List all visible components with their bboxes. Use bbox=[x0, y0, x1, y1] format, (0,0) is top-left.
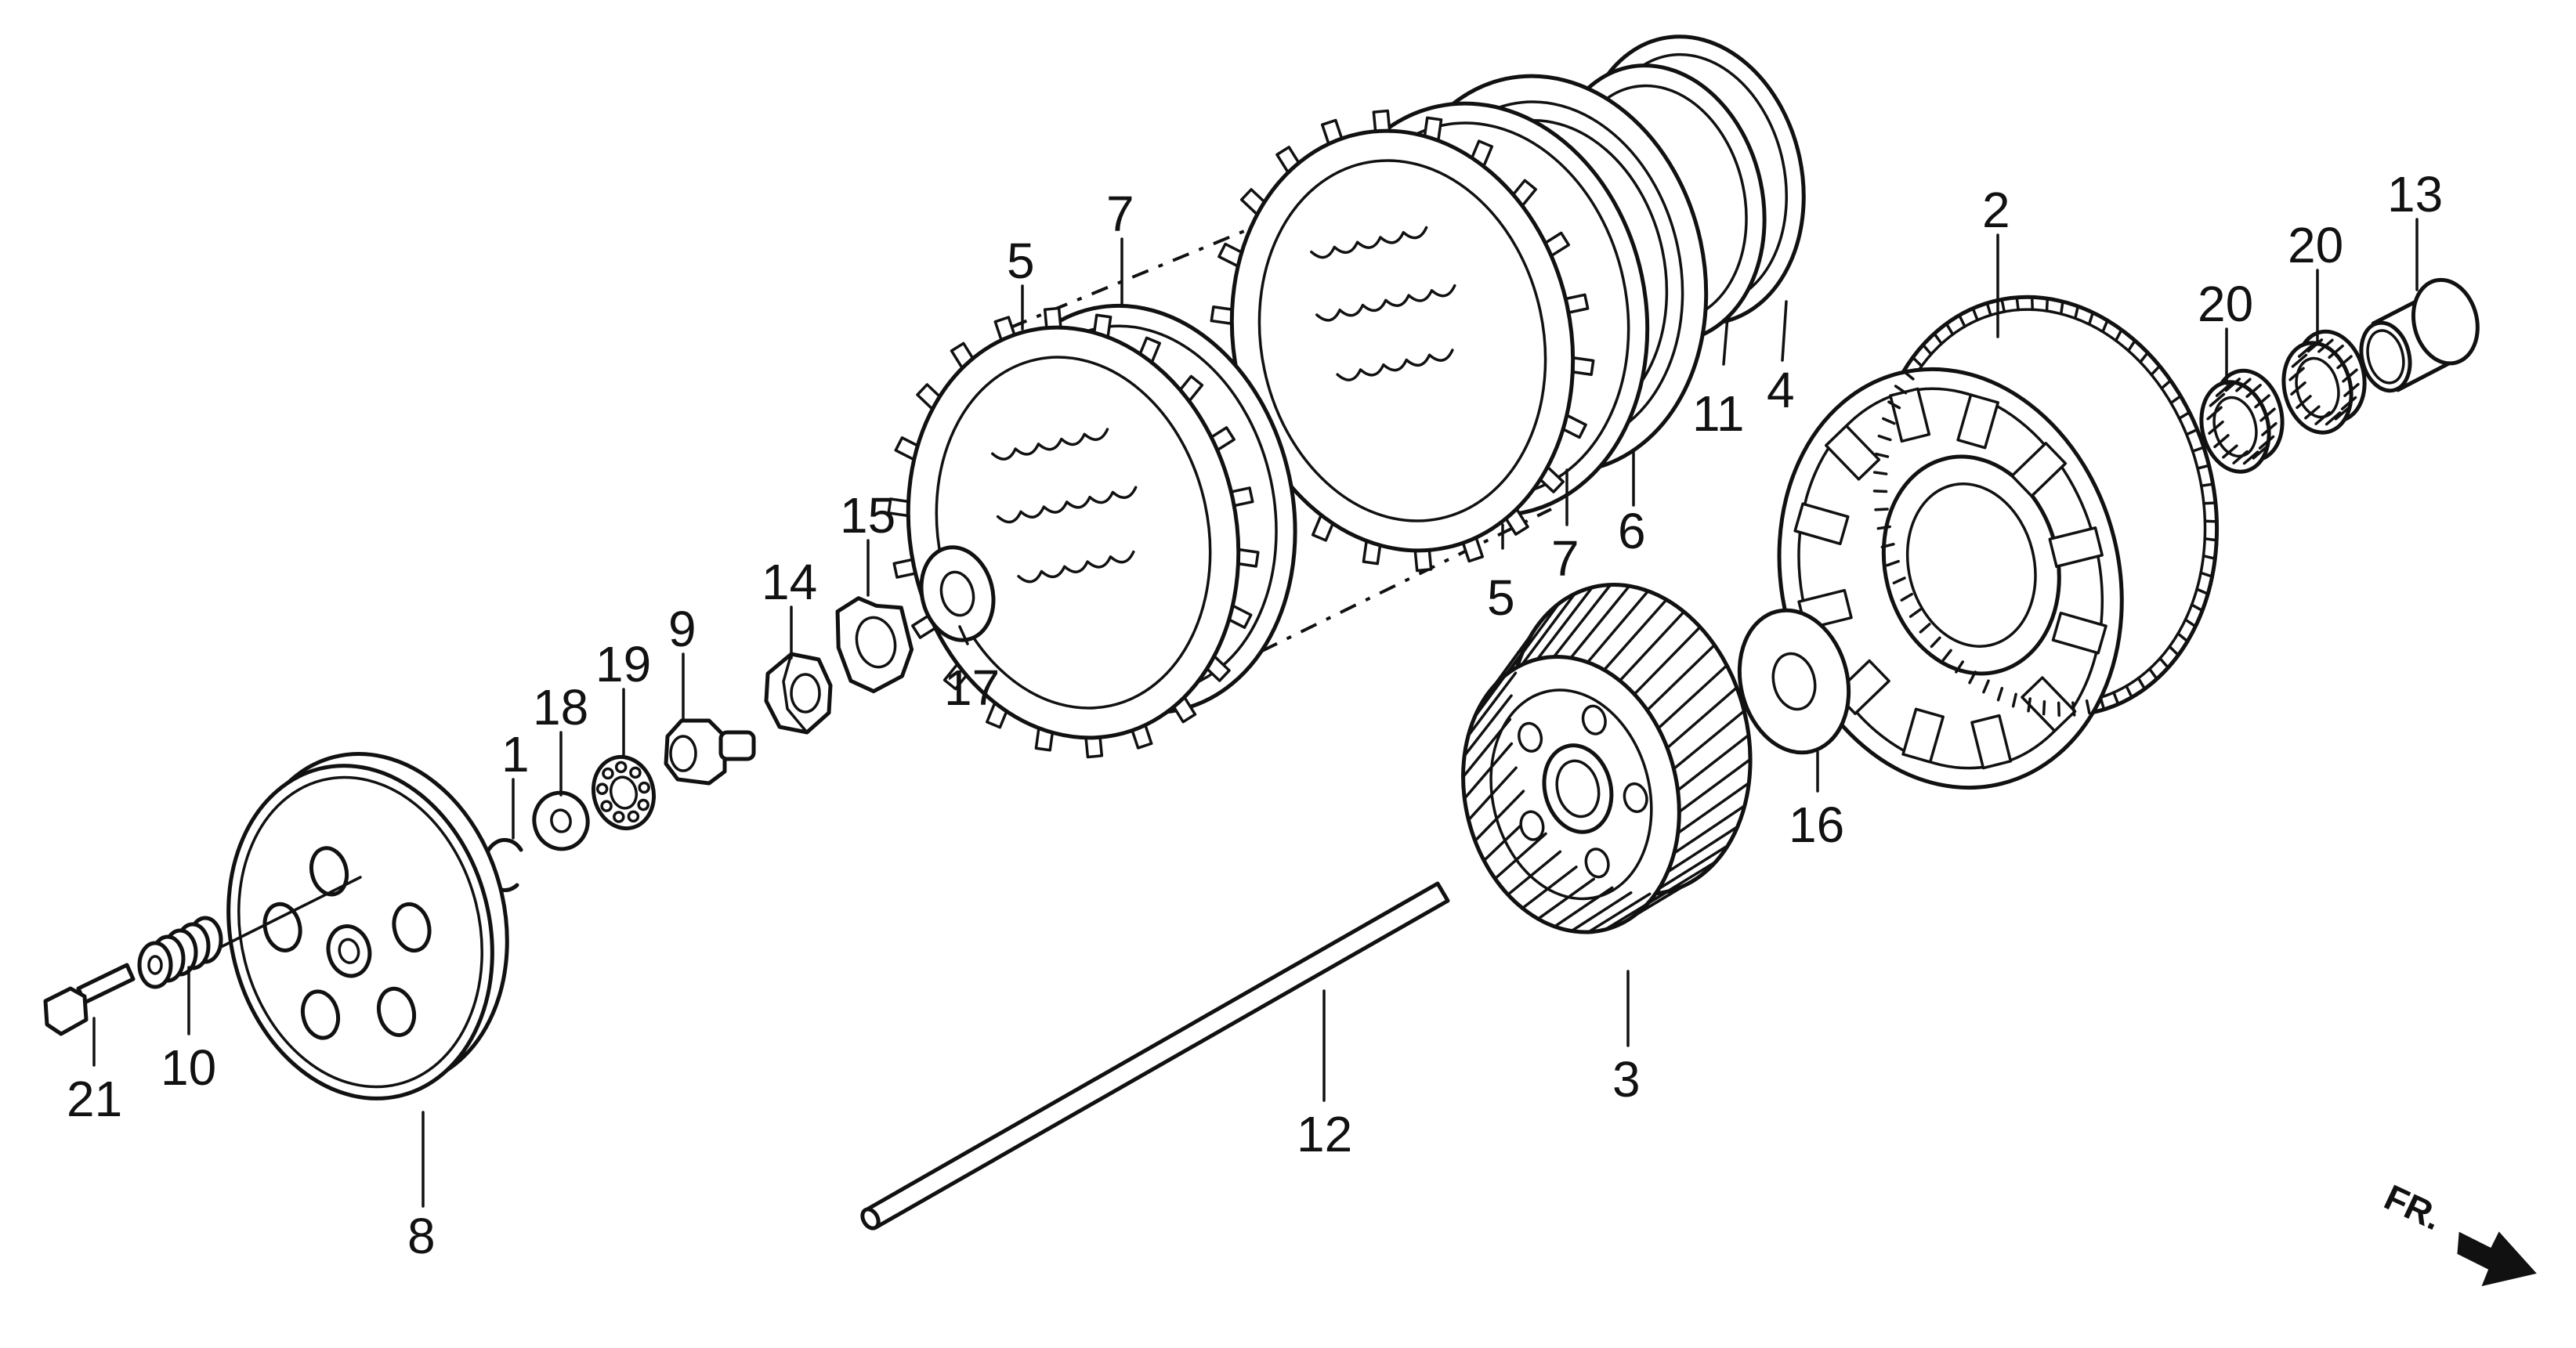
part-12-push-rod bbox=[860, 881, 1450, 1231]
part-20-needle-bearing-b bbox=[2281, 329, 2367, 435]
callout-12: 12 bbox=[1297, 1106, 1352, 1162]
callout-20a: 20 bbox=[2198, 276, 2253, 332]
front-direction-indicator: FR. bbox=[2379, 1176, 2537, 1287]
callout-9: 9 bbox=[668, 601, 696, 657]
part-19-bearing bbox=[591, 754, 657, 831]
callout-8: 8 bbox=[407, 1208, 436, 1264]
part-20-needle-bearing-a bbox=[2199, 368, 2285, 474]
part-10-clutch-spring bbox=[137, 916, 223, 989]
part-17-washer bbox=[919, 545, 996, 642]
leader-lines bbox=[92, 218, 2419, 1208]
part-5-friction-disc-front bbox=[887, 306, 1260, 759]
part-3-clutch-center bbox=[1461, 583, 1753, 934]
front-arrow-icon bbox=[2457, 1231, 2537, 1287]
callout-17: 17 bbox=[944, 660, 1000, 716]
part-5-friction-disc-rear bbox=[1210, 109, 1595, 573]
callout-18: 18 bbox=[533, 679, 588, 735]
callout-7b: 7 bbox=[1551, 530, 1579, 587]
part-9-lifter-piece bbox=[664, 718, 756, 786]
callout-19: 19 bbox=[595, 636, 651, 692]
callout-14: 14 bbox=[762, 554, 817, 610]
part-18-washer bbox=[532, 790, 590, 851]
callout-16: 16 bbox=[1789, 797, 1844, 853]
callout-11: 11 bbox=[1692, 385, 1744, 442]
callout-4: 4 bbox=[1767, 362, 1795, 418]
callout-labels: 1 18 19 9 14 15 17 5 7 5 7 6 11 4 2 20 2… bbox=[67, 166, 2443, 1264]
part-13-collar bbox=[2359, 277, 2480, 393]
callout-15: 15 bbox=[840, 487, 895, 544]
callout-2: 2 bbox=[1982, 182, 2010, 238]
front-label: FR. bbox=[2379, 1176, 2448, 1238]
part-21-bolt bbox=[43, 963, 136, 1036]
callout-3: 3 bbox=[1612, 1051, 1641, 1108]
callout-5b: 5 bbox=[1487, 569, 1515, 626]
part-8-pressure-plate bbox=[226, 752, 509, 1100]
callout-10: 10 bbox=[161, 1039, 216, 1096]
callout-7a: 7 bbox=[1106, 186, 1134, 242]
callout-20b: 20 bbox=[2288, 217, 2343, 273]
callout-6: 6 bbox=[1618, 503, 1646, 559]
callout-1: 1 bbox=[501, 726, 530, 782]
callout-21: 21 bbox=[67, 1071, 122, 1127]
part-15-lock-washer bbox=[835, 596, 914, 694]
callout-13: 13 bbox=[2387, 166, 2443, 222]
pressure-plate-axis bbox=[218, 876, 362, 949]
callout-5a: 5 bbox=[1007, 233, 1035, 289]
part-16-thrust-washer bbox=[1737, 608, 1851, 755]
part-14-lock-nut bbox=[764, 652, 833, 735]
part-2-clutch-outer bbox=[1777, 295, 2220, 790]
